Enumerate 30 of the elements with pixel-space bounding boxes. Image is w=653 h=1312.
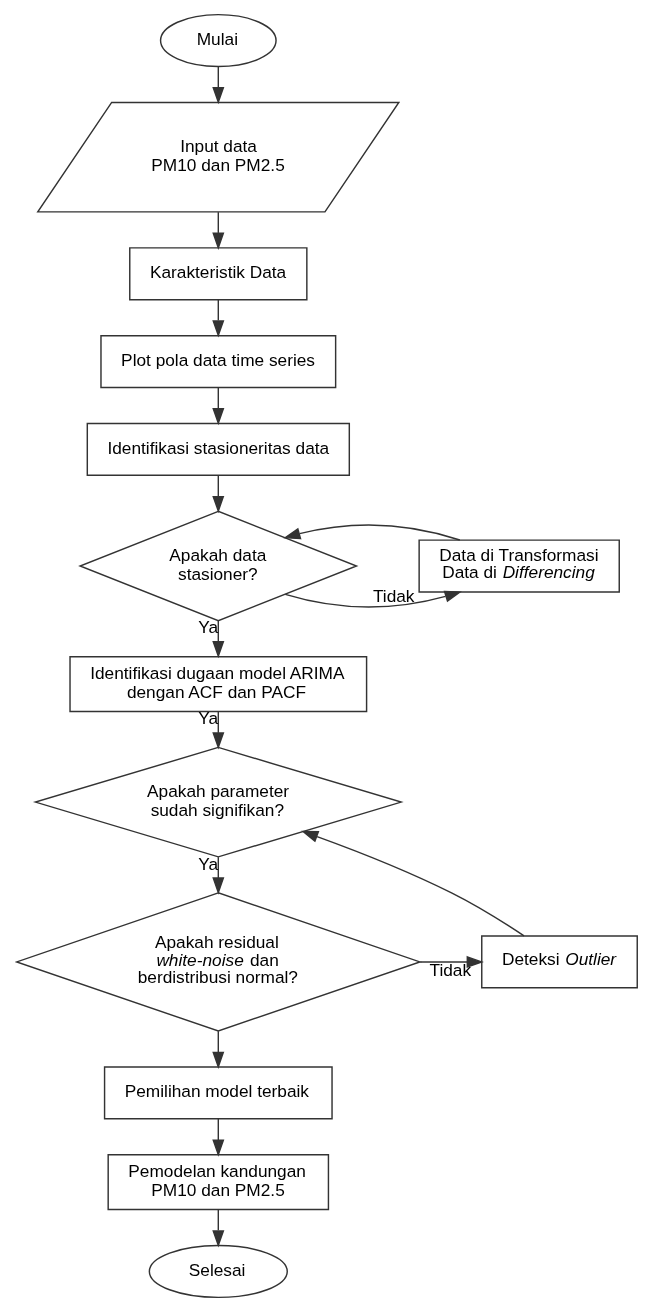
arrow [211, 1118, 224, 1157]
arrow [211, 710, 224, 750]
node-diamond: Apakah residual white-noise dan berdistribusi normal? [14, 892, 422, 1032]
arrow [211, 1030, 224, 1069]
edge-label: Tidak [372, 586, 414, 607]
node-box: Identifikasi dugaan model ARIMA dengan ACF dan PACF [68, 656, 367, 713]
arrow [211, 211, 224, 250]
node-box: Plot pola data time series [99, 334, 336, 389]
arrow [211, 474, 224, 514]
node-box: Deteksi Outlier [480, 935, 638, 989]
arrow [419, 955, 484, 968]
edge-label: Tidak [429, 959, 471, 980]
node-box: Pemodelan kandungan PM10 dan PM2.5 [106, 1154, 329, 1211]
arrow [211, 856, 224, 895]
node-box: Identifikasi stasioneritas data [86, 422, 350, 477]
node-diamond: Apakah data stasioner? [77, 510, 358, 622]
arrow [282, 524, 461, 541]
node-ellipse: Selesai [148, 1244, 288, 1299]
node-diamond: Apakah parameter sudah signifikan? [32, 746, 404, 858]
arrow [211, 386, 224, 426]
arrow [211, 1208, 224, 1248]
node-ellipse: Mulai [159, 13, 277, 68]
arrow [211, 620, 224, 659]
node-box: Data di Transformasi Data di Differencing [417, 539, 620, 593]
arrow [211, 299, 224, 338]
arrow [300, 830, 525, 937]
arrow [284, 590, 462, 608]
node-box: Karakteristik Data [128, 247, 308, 301]
node-box: Pemilihan model terbaik [103, 1066, 333, 1120]
arrow [211, 65, 224, 105]
